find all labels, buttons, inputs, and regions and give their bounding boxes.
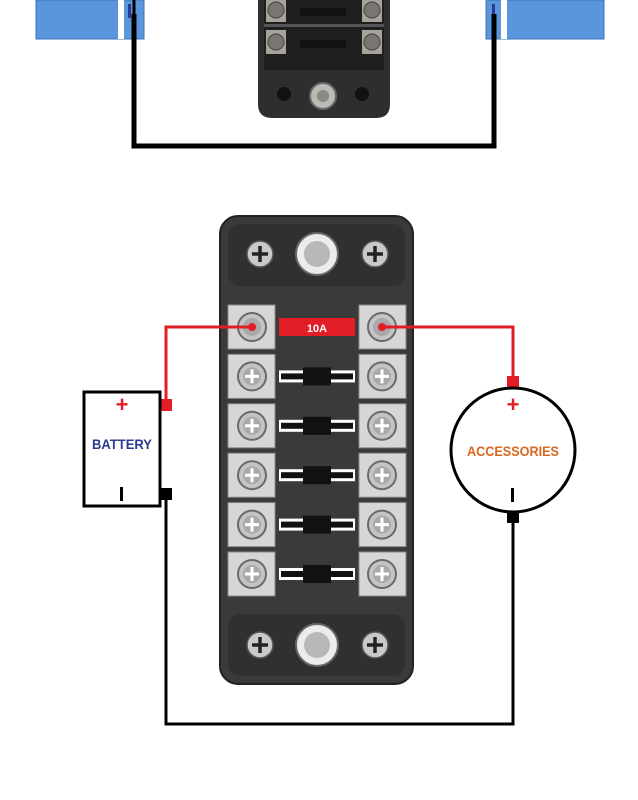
input-terminal-connector [248,323,256,331]
top-left-blue-tab-notch [118,0,124,39]
fuse-block-housing [219,215,414,685]
screw-icon [361,240,389,268]
screw-icon [363,1,381,19]
screw-icon [367,410,397,441]
screw-icon [237,361,267,392]
positive-wire-accessories [382,325,515,382]
empty-fuse-slot [279,367,355,386]
top-left-blue-tab [35,0,145,40]
accessories-negative-connector [507,511,519,523]
top-right-blue-tab-notch [501,0,507,39]
accessories-body [449,386,577,514]
mounting-bolt-icon [295,623,339,667]
fuse: 10A [279,318,355,336]
accessories-positive-sign: + [507,392,520,417]
fuse-slot [227,502,407,548]
fuse-slot [227,403,407,449]
fuse-rating-label: 10A [307,323,327,335]
empty-fuse-slot [279,416,355,435]
battery-negative-connector [160,488,172,500]
top-fuse-block-photo [258,0,390,118]
screw-icon [367,509,397,540]
empty-fuse-slot [279,466,355,485]
output-terminal-connector [378,323,386,331]
wires [160,323,519,726]
mounting-bolt-icon [295,232,339,276]
accessories: + ACCESSORIES [449,386,577,514]
battery-positive-connector [160,399,172,411]
battery-negative-mark [120,487,123,501]
empty-fuse-slot [279,565,355,583]
top-ground-wire [131,14,497,149]
screw-icon [367,361,397,392]
fuse-slot [227,551,407,597]
screw-icon [237,559,267,589]
battery: + BATTERY [82,390,162,508]
screw-icon [237,410,267,441]
accessories-label: ACCESSORIES [467,443,559,459]
screw-icon [246,240,274,268]
screw-icon [237,460,267,491]
screw-icon [246,631,274,659]
top-left-blue-tab-slot [128,4,131,18]
fuse-block: 10A [219,215,414,685]
battery-positive-sign: + [116,392,129,417]
accessories-positive-connector [507,376,519,388]
fuse-slot [227,353,407,399]
screw-icon [267,1,285,19]
screw-icon [237,509,267,540]
negative-ground-wire [164,494,515,726]
positive-wire-battery [164,325,252,405]
screw-icon [367,460,397,491]
empty-fuse-slot [279,515,355,534]
top-right-blue-tab-slot [492,4,495,18]
fuse-rows: 10A [227,304,407,597]
screw-icon [361,631,389,659]
fuse-slot [227,452,407,498]
screw-icon [363,33,381,51]
battery-label: BATTERY [92,436,153,452]
accessories-negative-mark [511,488,514,502]
screw-icon [367,559,397,589]
screw-icon [267,33,285,51]
top-photo-section [35,0,605,149]
